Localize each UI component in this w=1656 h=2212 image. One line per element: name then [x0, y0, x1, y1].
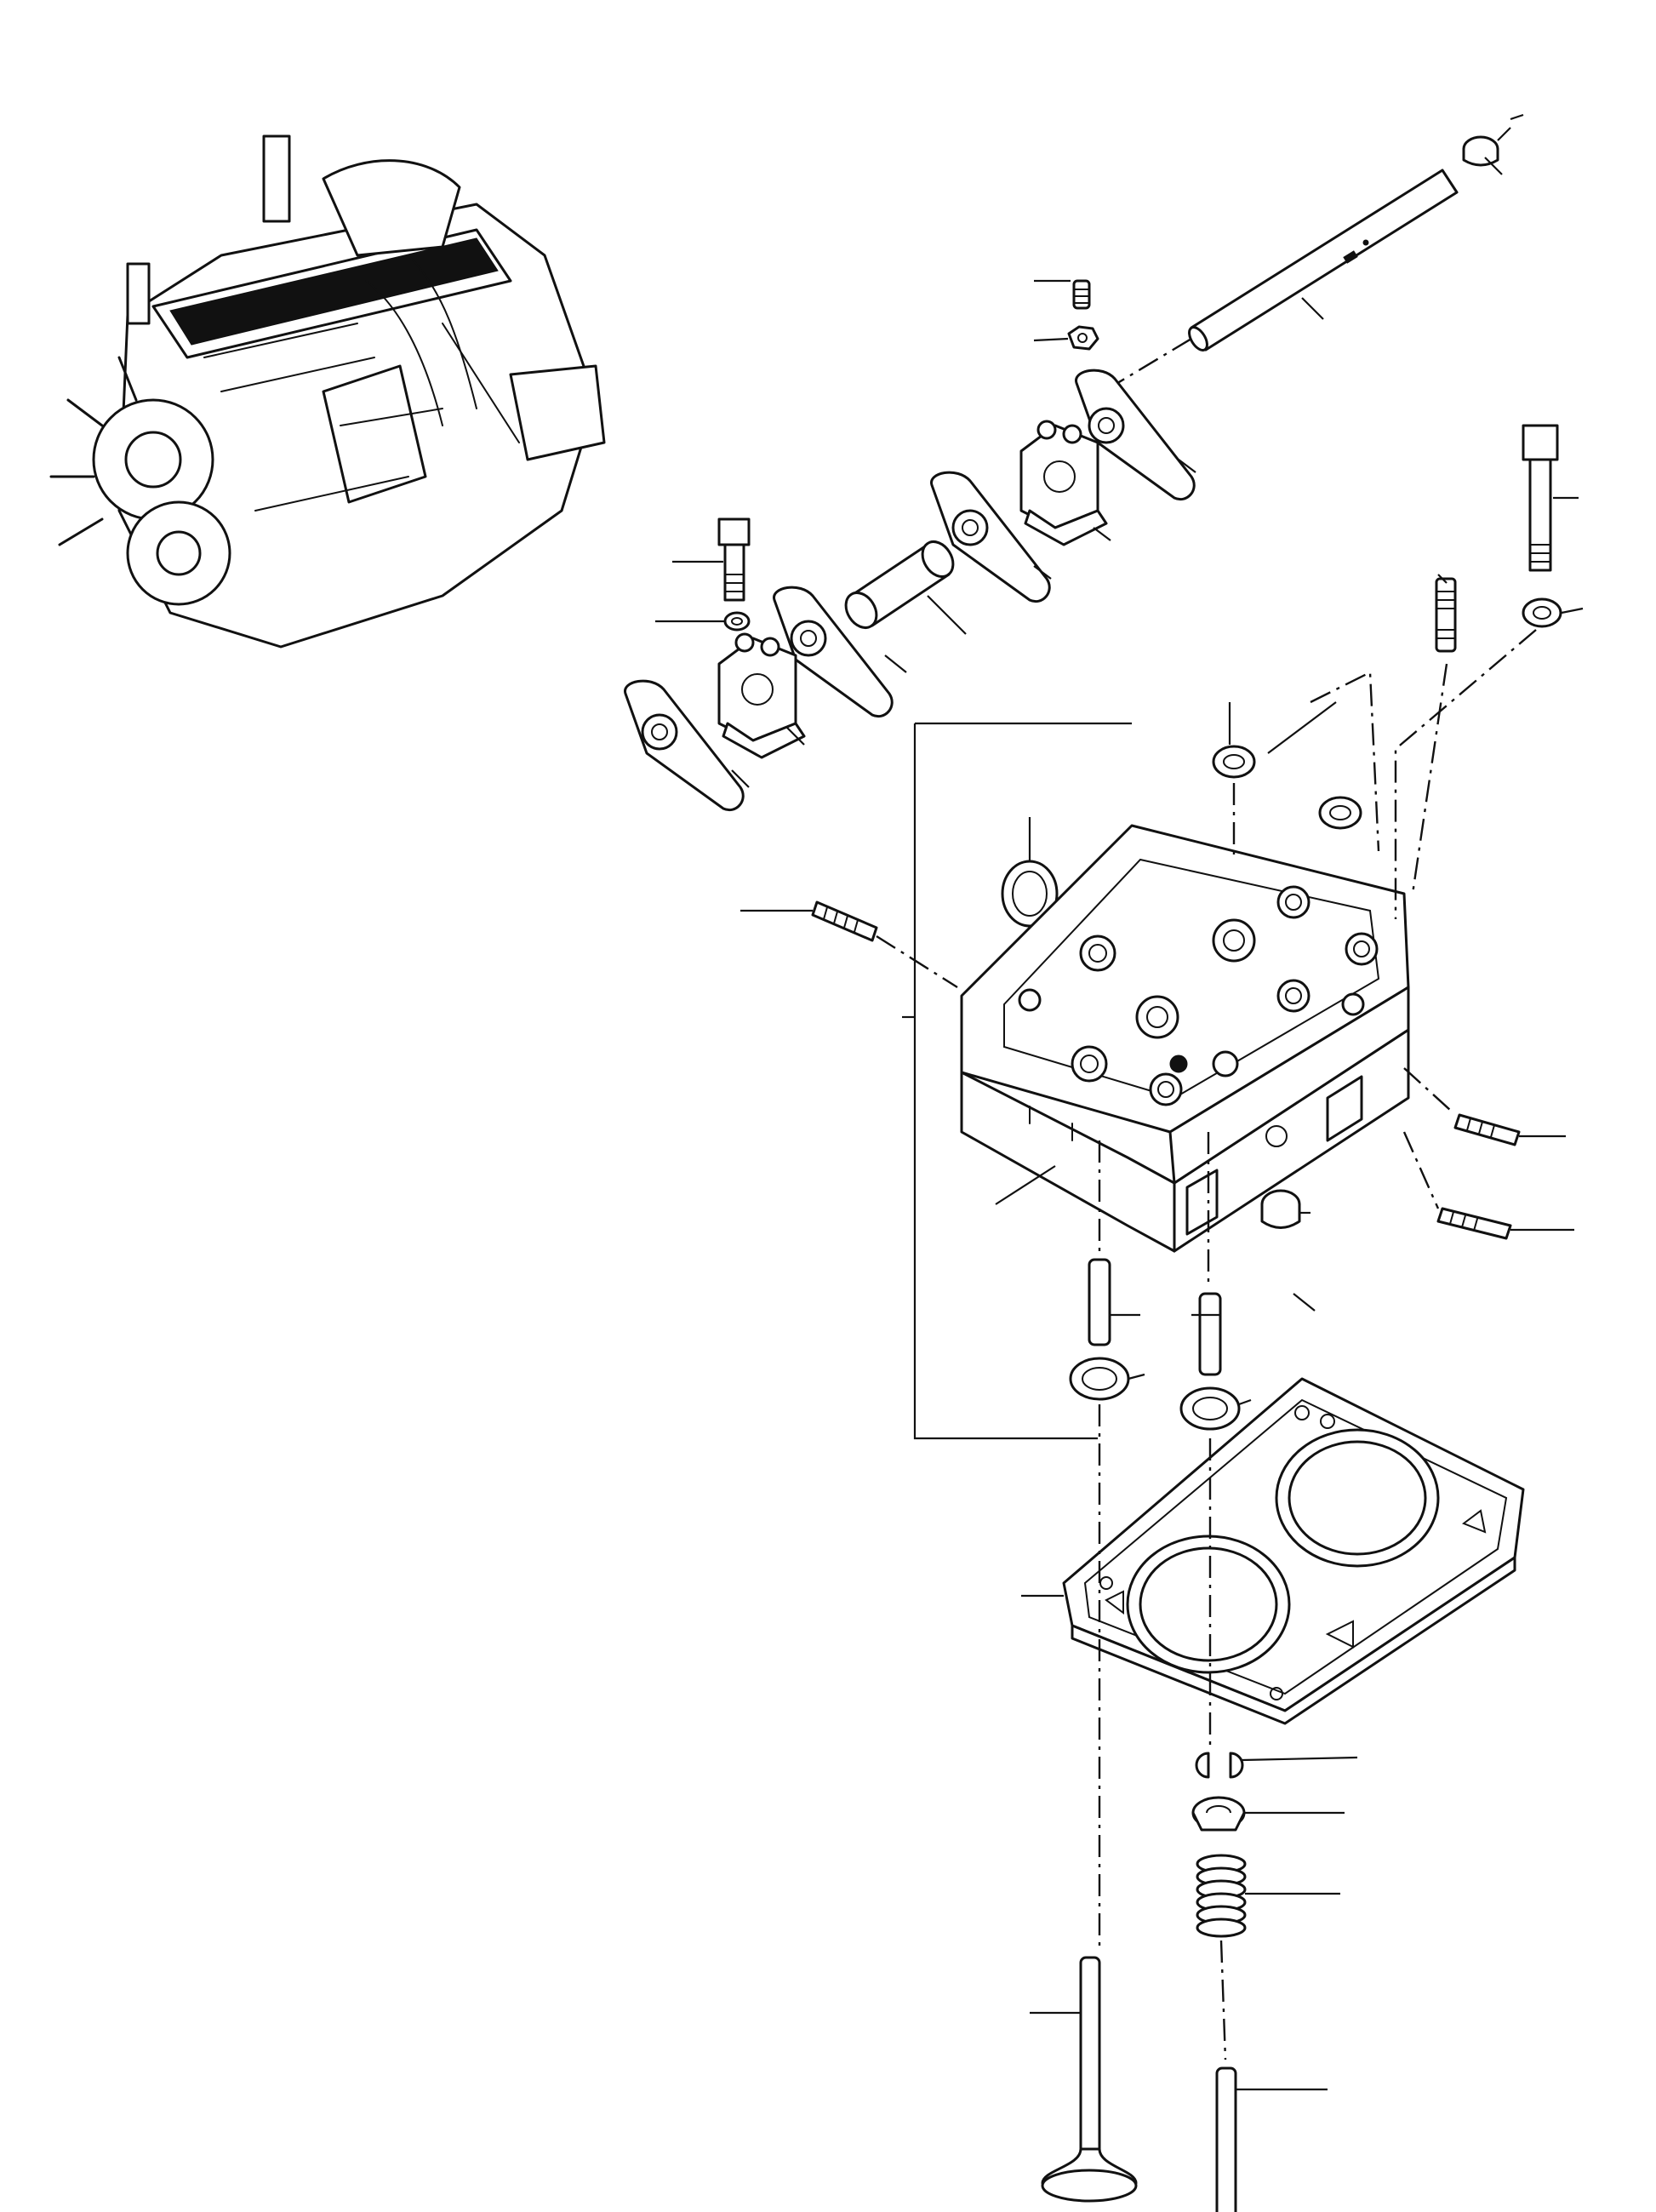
- stud-icon: [1453, 1113, 1521, 1146]
- washer-icon: [1522, 597, 1562, 628]
- rocker-arm-icon: [930, 471, 1051, 603]
- rocker-arm-icon: [624, 679, 745, 812]
- rocker-support-icon: [1019, 420, 1108, 546]
- valve-icon: [1215, 2066, 1237, 2212]
- cylinder-head-icon: [960, 824, 1410, 1253]
- rocker-shaft-icon: [1188, 169, 1459, 352]
- valve-guide-icon: [1088, 1258, 1111, 1346]
- bolt-icon: [717, 517, 751, 602]
- spring-retainer-icon: [1191, 1796, 1246, 1832]
- stud-icon: [811, 900, 878, 942]
- nut-icon: [1067, 325, 1099, 351]
- stud-icon: [1436, 1207, 1512, 1240]
- engine-overview-icon: [49, 134, 606, 649]
- rocker-arm-icon: [773, 586, 894, 718]
- adjusting-screw-icon: [1072, 279, 1091, 310]
- rocker-arm-icon: [1075, 369, 1196, 501]
- rocker-support-icon: [717, 632, 806, 759]
- seal-ring-icon: [1212, 745, 1256, 779]
- callout-leaders: [655, 113, 1584, 2091]
- plug-icon: [1260, 1189, 1301, 1229]
- washer-icon: [723, 611, 751, 632]
- valve-icon: [1041, 1956, 1138, 2203]
- valve-seat-icon: [1069, 1357, 1130, 1401]
- plug-icon: [1462, 135, 1499, 167]
- stud-icon: [1435, 577, 1457, 653]
- valve-spring-icon: [1196, 1854, 1247, 1938]
- seal-ring-icon: [1318, 796, 1362, 830]
- valve-guide-icon: [1198, 1292, 1222, 1376]
- rocker-shaft-sleeve-icon: [844, 540, 955, 629]
- head-ports-icon: [1018, 885, 1379, 1106]
- bolt-icon: [1522, 424, 1559, 572]
- valve-keeper-icon: [1195, 1752, 1244, 1779]
- valve-seat-icon: [1179, 1386, 1241, 1431]
- head-gasket-icon: [1062, 1377, 1525, 1725]
